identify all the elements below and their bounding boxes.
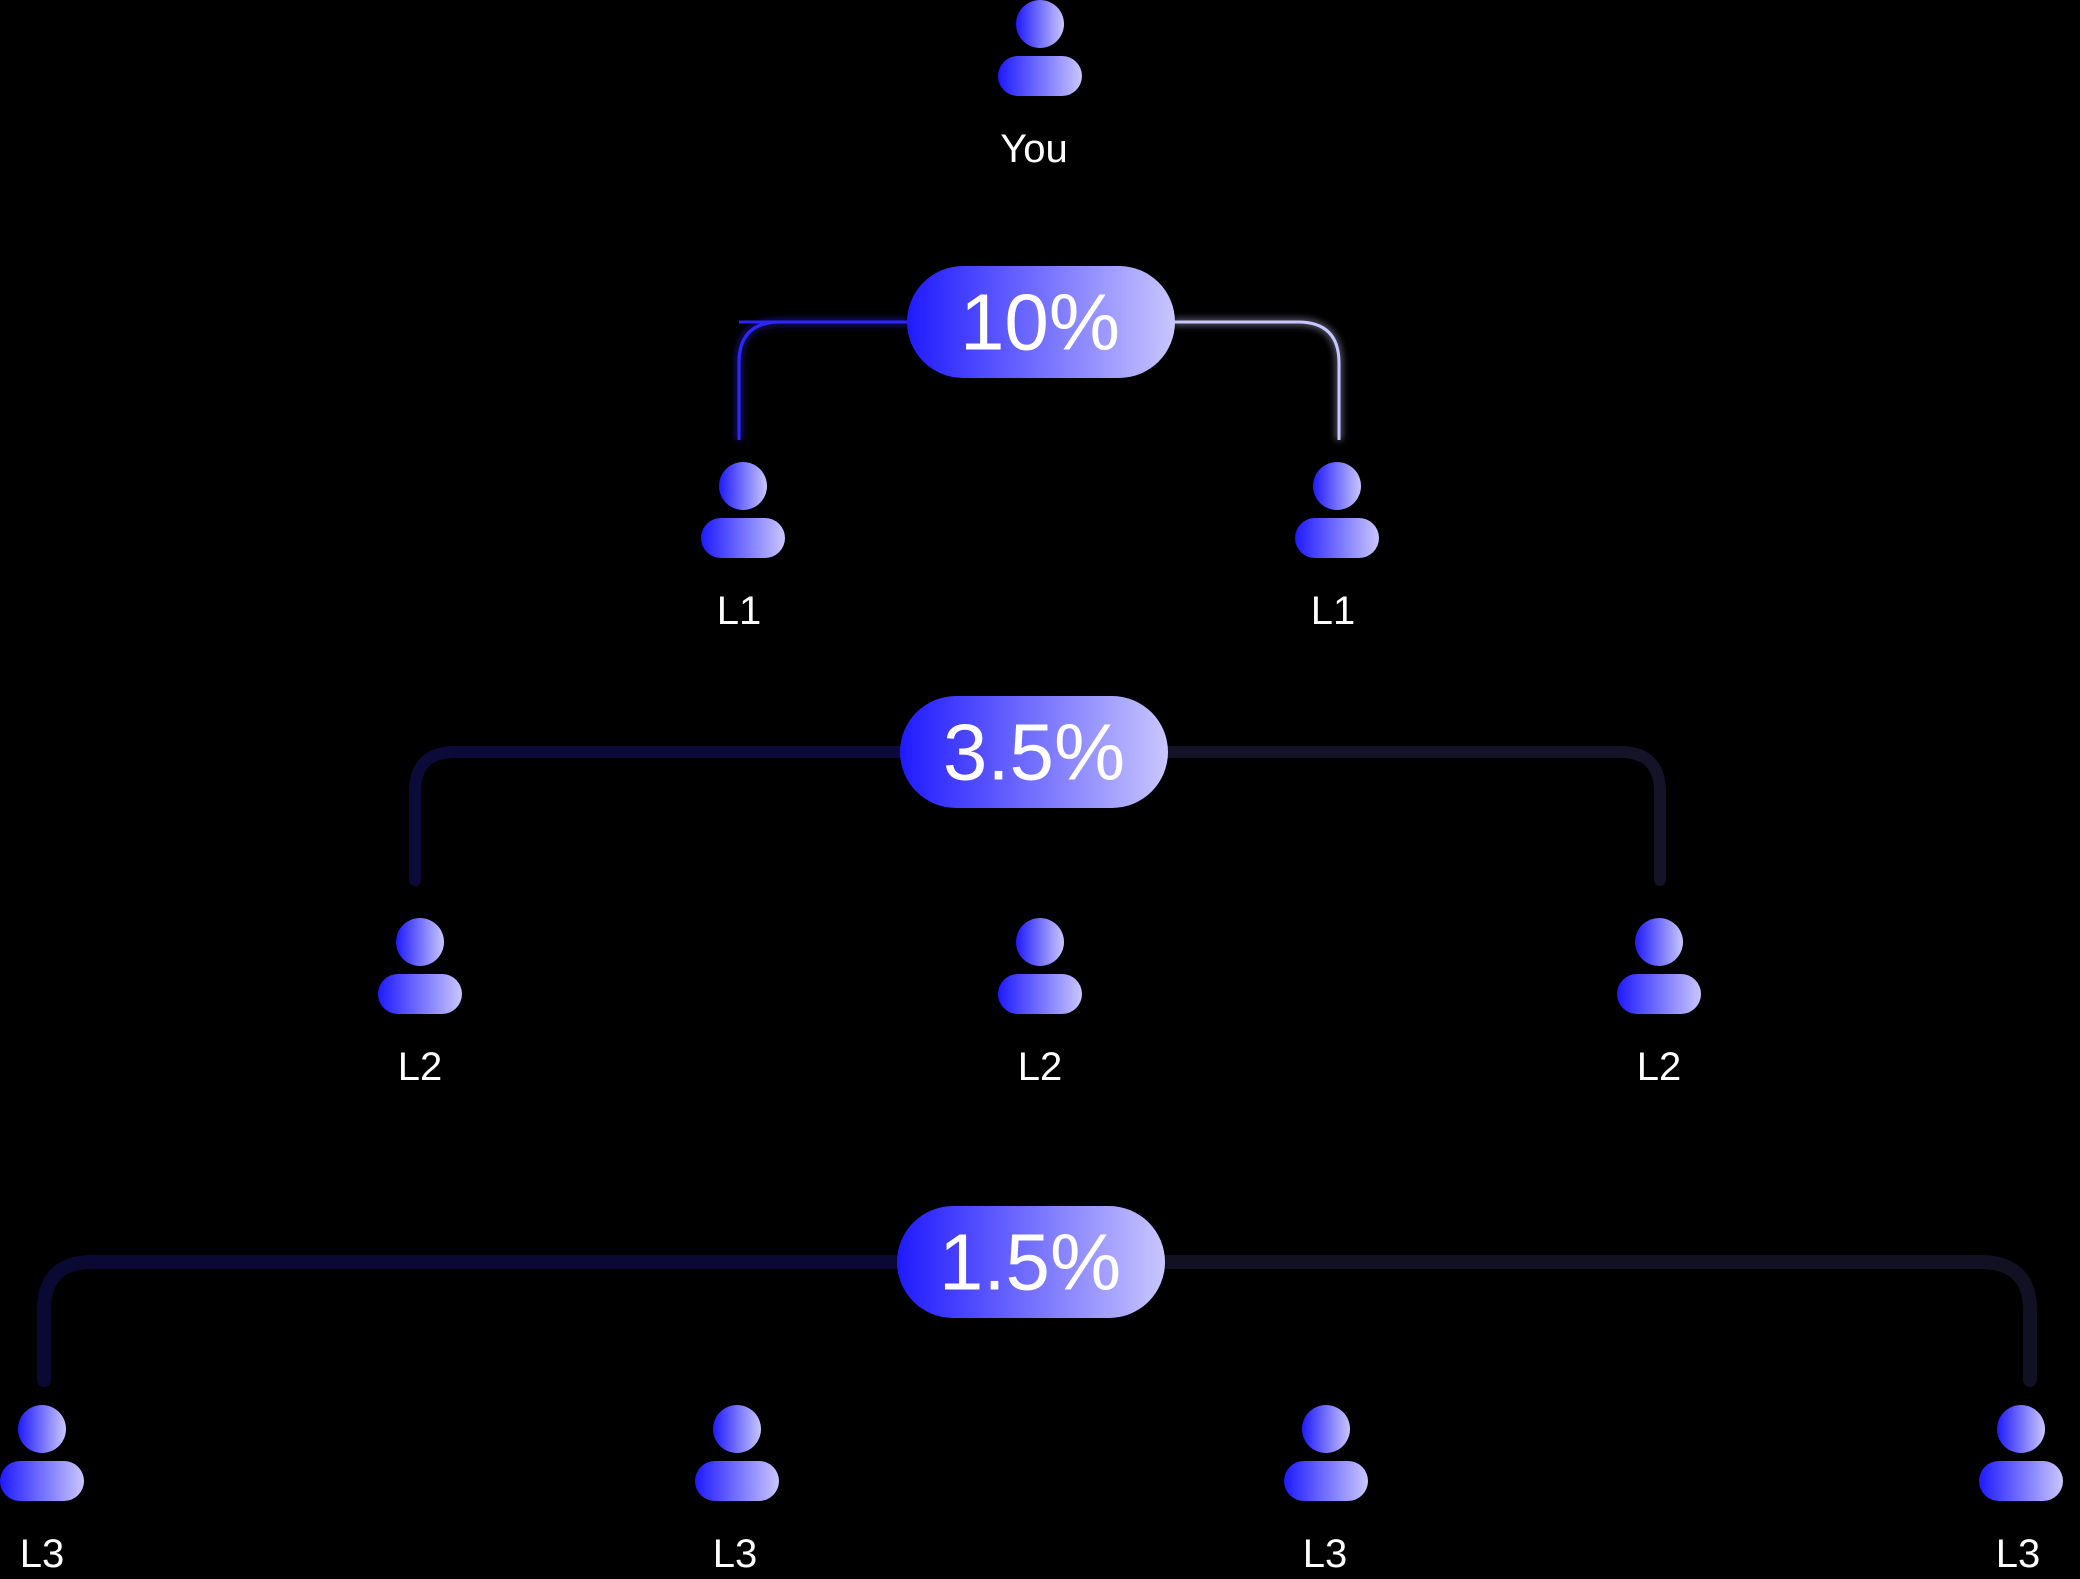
rate-pill-level-2: 3.5% (900, 696, 1168, 808)
person-icon (1295, 462, 1379, 558)
node-label-l2-3: L2 (1637, 1045, 1682, 1089)
node-label-l3-2: L3 (713, 1532, 758, 1576)
node-label-root: You (1000, 127, 1068, 171)
node-root: You (998, 0, 1082, 171)
person-icon (701, 462, 785, 558)
person-icon (0, 1405, 84, 1501)
person-icon (998, 0, 1082, 96)
node-l1-2: L1 (1295, 462, 1379, 633)
node-l1-1: L1 (701, 462, 785, 633)
node-label-l2-1: L2 (398, 1045, 443, 1089)
connectors (37, 320, 2037, 1387)
person-icon (1979, 1405, 2063, 1501)
connector-level-2-right (1158, 746, 1666, 886)
node-label-l3-3: L3 (1303, 1532, 1348, 1576)
person-icon (998, 918, 1082, 1014)
connector-level-2-left (409, 746, 910, 886)
node-l2-1: L2 (378, 918, 462, 1089)
node-label-l1-2: L1 (1311, 589, 1356, 633)
node-l2-2: L2 (998, 918, 1082, 1089)
person-icon (695, 1405, 779, 1501)
rate-pill-level-1: 10% (907, 266, 1175, 378)
node-l2-3: L2 (1617, 918, 1701, 1089)
connector-level-3-left (37, 1255, 907, 1387)
person-icon (1617, 918, 1701, 1014)
rate-text-level-1: 10% (960, 278, 1120, 367)
connector-level-3-right (1155, 1255, 2037, 1387)
connector-level-1-right (1172, 320, 1341, 440)
rate-pill-level-3: 1.5% (897, 1206, 1165, 1318)
node-l3-3: L3 (1284, 1405, 1368, 1576)
connector-level-1-left (737, 320, 910, 440)
rate-text-level-2: 3.5% (943, 708, 1125, 797)
person-icon (378, 918, 462, 1014)
person-icon (1284, 1405, 1368, 1501)
node-label-l2-2: L2 (1018, 1045, 1063, 1089)
rate-text-level-3: 1.5% (939, 1218, 1121, 1307)
node-label-l3-1: L3 (20, 1532, 65, 1576)
node-label-l3-4: L3 (1996, 1532, 2041, 1576)
node-l3-4: L3 (1979, 1405, 2063, 1576)
node-l3-1: L3 (0, 1405, 84, 1576)
node-l3-2: L3 (695, 1405, 779, 1576)
node-label-l1-1: L1 (717, 589, 762, 633)
